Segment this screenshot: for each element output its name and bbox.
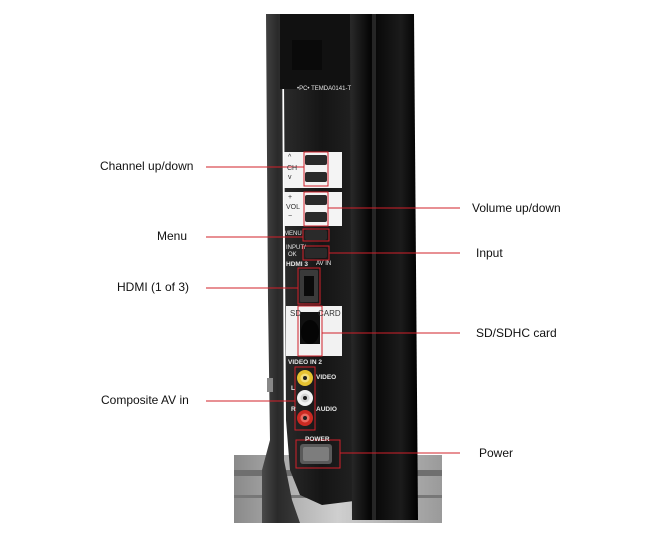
av-in-panel-label: AV IN [316, 261, 332, 267]
callout-composite: Composite AV in [101, 393, 189, 407]
composite-av-jacks[interactable] [297, 370, 313, 426]
channel-down-glyph: v [288, 174, 292, 181]
audio-l-label: L [291, 385, 295, 392]
callout-volume: Volume up/down [472, 201, 561, 215]
menu-button[interactable] [305, 230, 327, 240]
input-panel-label: INPUT/ [286, 245, 306, 251]
callout-channel: Channel up/down [100, 159, 194, 173]
audio-jack-label: AUDIO [316, 406, 337, 413]
hdmi-panel-label: HDMI 3 [286, 261, 309, 268]
tv-bezel [350, 14, 418, 520]
volume-up-button[interactable] [305, 195, 327, 205]
callout-menu: Menu [157, 229, 188, 243]
channel-up-glyph: ^ [288, 154, 292, 161]
callout-sd: SD/SDHC card [476, 326, 557, 340]
volume-down-button[interactable] [305, 212, 327, 222]
model-label: •PC• TEMDA0141-T [297, 86, 352, 92]
volume-minus-glyph: − [288, 213, 293, 220]
tv-back-housing [262, 14, 300, 523]
callout-power: Power [479, 446, 514, 460]
volume-plus-glyph: + [288, 194, 293, 201]
volume-label: VOL [286, 204, 301, 211]
callout-input: Input [476, 246, 503, 260]
menu-panel-label: MENU [284, 231, 302, 237]
video-jack-label: VIDEO [316, 374, 337, 381]
channel-down-button[interactable] [305, 172, 327, 182]
callout-lines [206, 166, 460, 454]
card-panel-label: CARD [318, 309, 341, 318]
power-panel-label: POWER [305, 436, 330, 443]
video-in-panel-label: VIDEO IN 2 [288, 359, 322, 366]
channel-label: CH [287, 165, 298, 172]
sd-panel-label: SD [290, 309, 302, 318]
ok-panel-label: OK [288, 252, 297, 258]
callout-hdmi: HDMI (1 of 3) [117, 280, 190, 294]
audio-r-label: R [291, 406, 296, 413]
housing-screw [267, 378, 273, 392]
channel-up-button[interactable] [305, 155, 327, 165]
input-button[interactable] [305, 248, 327, 258]
